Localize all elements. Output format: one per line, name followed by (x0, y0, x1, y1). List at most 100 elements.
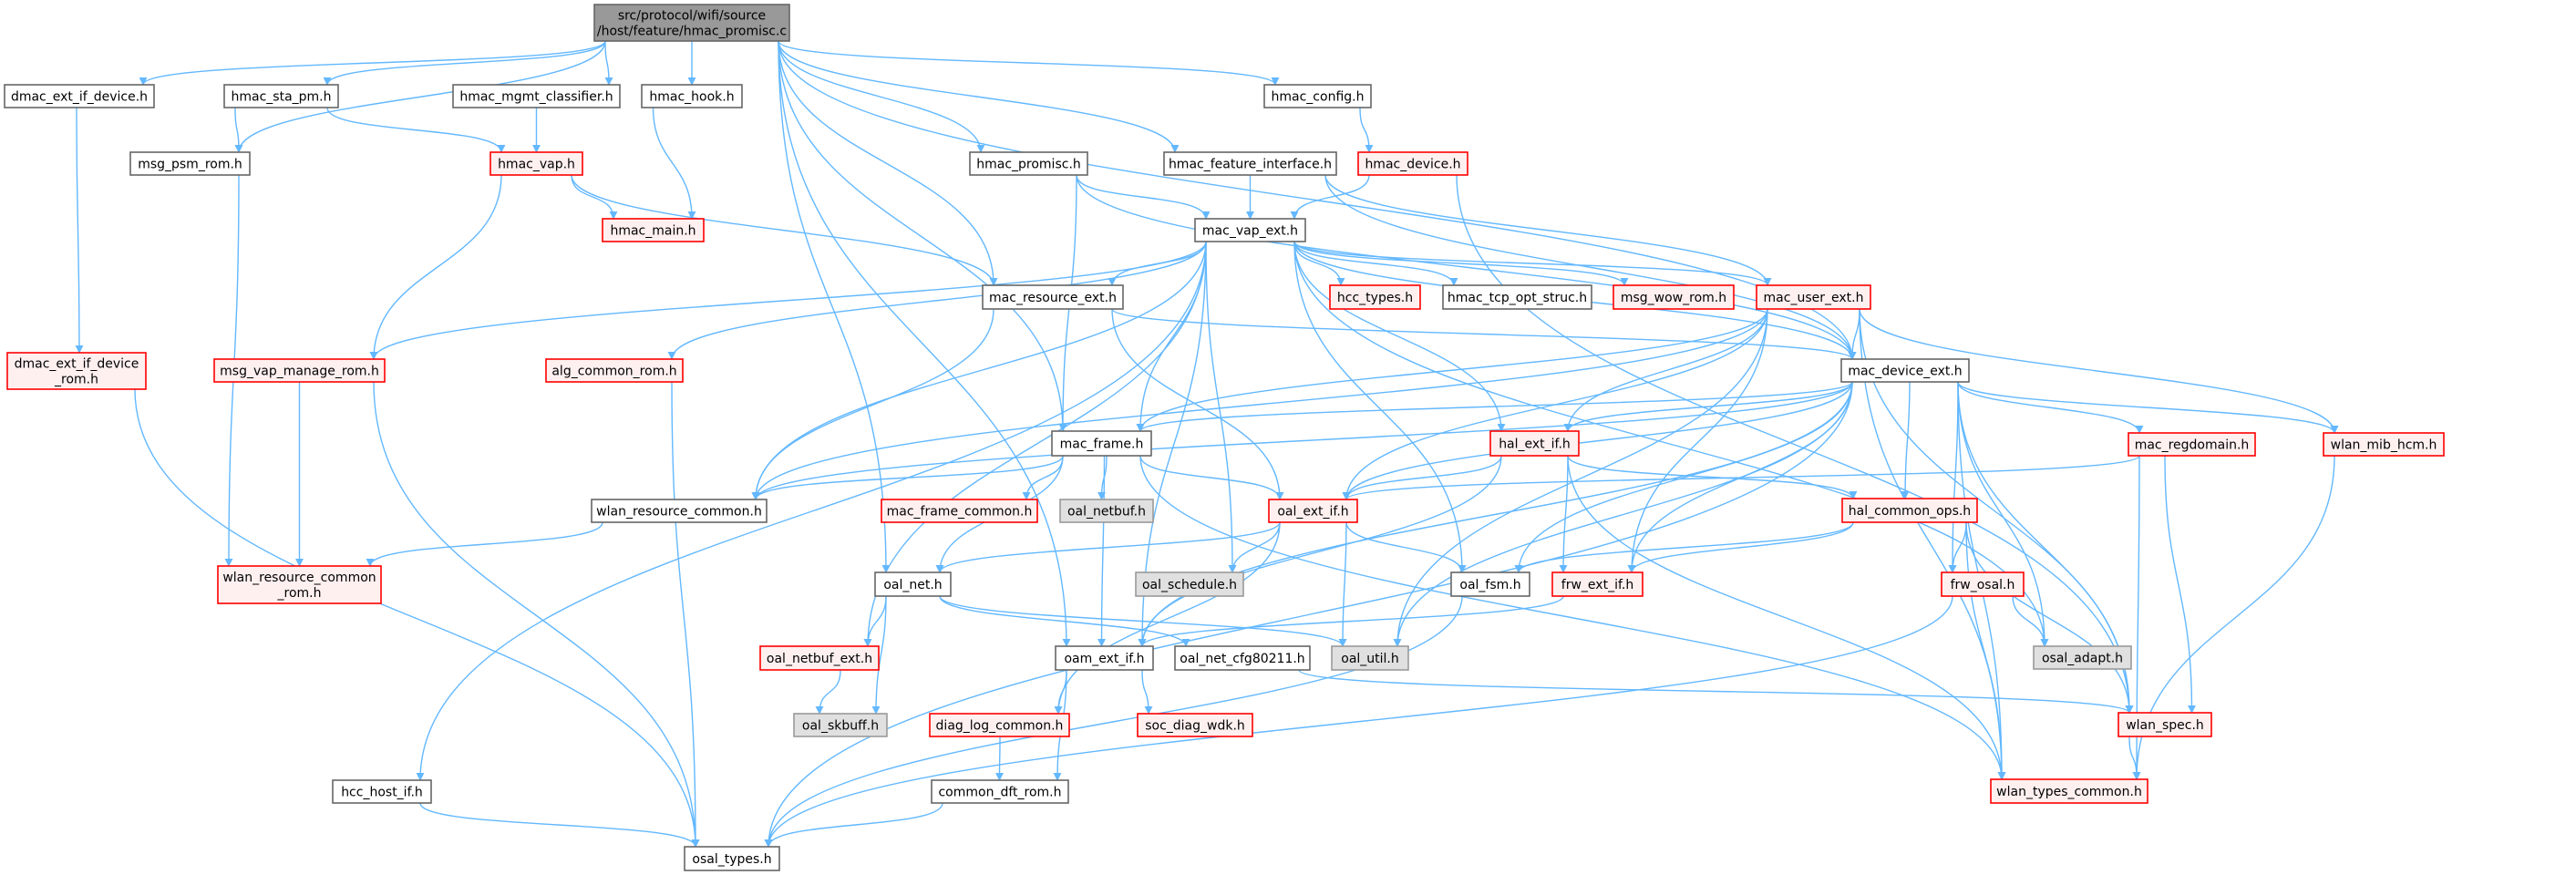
node-hmac-config[interactable]: hmac_config.h (1263, 84, 1372, 108)
edge-mac-device-ext-to-wlan-resource-common (751, 381, 1853, 500)
node-msg-vap-manage-rom[interactable]: msg_vap_manage_rom.h (213, 358, 386, 383)
node-oal-net[interactable]: oal_net.h (874, 571, 952, 597)
node-msg-wow-rom[interactable]: msg_wow_rom.h (1613, 284, 1735, 310)
node-hal-ext-if[interactable]: hal_ext_if.h (1489, 430, 1580, 457)
node-hmac-tcp-opt-struc[interactable]: hmac_tcp_opt_struc.h (1442, 284, 1592, 310)
edges-layer (75, 40, 2339, 848)
edge-hal-ext-if-to-oam-ext-if (1138, 455, 1502, 647)
edge-msg-vap-manage-rom-to-osal-types (373, 381, 700, 848)
node-box (641, 84, 743, 108)
node-box (1135, 571, 1244, 597)
edge-root-to-hmac-sta-pm (323, 40, 606, 86)
node-box (1051, 430, 1152, 457)
edge-mac-resource-ext-to-oal-ext-if (1111, 308, 1284, 500)
node-dmac-ext-if-device-rom[interactable]: dmac_ext_if_device_rom.h (6, 352, 147, 390)
edge-root-to-hmac-feature-interface (778, 40, 1180, 153)
node-hmac-mgmt-classifier[interactable]: hmac_mgmt_classifier.h (452, 84, 621, 108)
node-label: common_dft_rom.h (938, 786, 1061, 800)
node-box (1442, 284, 1592, 310)
node-wlan-resource-common-rom[interactable]: wlan_resource_common_rom.h (217, 565, 382, 604)
node-oal-schedule[interactable]: oal_schedule.h (1135, 571, 1244, 597)
node-hmac-main[interactable]: hmac_main.h (602, 218, 705, 242)
node-alg-common-rom[interactable]: alg_common_rom.h (545, 358, 684, 383)
node-box (591, 499, 768, 523)
node-msg-psm-rom[interactable]: msg_psm_rom.h (129, 151, 251, 176)
node-mac-regdomain[interactable]: mac_regdomain.h (2128, 432, 2256, 457)
node-osal-types[interactable]: osal_types.h (684, 846, 780, 871)
node-box (793, 713, 888, 737)
node-box (332, 779, 432, 804)
node-hmac-vap[interactable]: hmac_vap.h (489, 151, 583, 176)
node-label: hmac_main.h (610, 224, 696, 239)
edge-root-to-oal-net (778, 40, 891, 573)
node-hmac-sta-pm[interactable]: hmac_sta_pm.h (223, 84, 339, 108)
node-wlan-mib-hcm[interactable]: wlan_mib_hcm.h (2323, 432, 2445, 457)
edge-diag-log-common-to-common-dft-rom (995, 736, 1005, 781)
node-hcc-host-if[interactable]: hcc_host_if.h (332, 779, 432, 804)
edge-root-to-mac-resource-ext (778, 40, 998, 286)
edge-hmac-promisc-to-mac-device-ext (1076, 174, 1857, 360)
node-hmac-device[interactable]: hmac_device.h (1357, 151, 1468, 176)
node-box (982, 284, 1124, 310)
node-oal-ext-if[interactable]: oal_ext_if.h (1268, 499, 1358, 523)
node-wlan-resource-common[interactable]: wlan_resource_common.h (591, 499, 768, 523)
node-oal-netbuf-ext[interactable]: oal_netbuf_ext.h (759, 645, 880, 671)
node-mac-vap-ext[interactable]: mac_vap_ext.h (1194, 218, 1306, 242)
node-oal-fsm[interactable]: oal_fsm.h (1450, 571, 1530, 597)
node-soc-diag-wdk[interactable]: soc_diag_wdk.h (1137, 713, 1253, 737)
edge-oal-ext-if-to-oal-net (935, 521, 1281, 573)
edge-mac-vap-ext-to-msg-wow-rom (1293, 241, 1629, 286)
node-mac-user-ext[interactable]: mac_user_ext.h (1756, 284, 1871, 310)
edge-hmac-vap-to-mac-resource-ext (571, 174, 998, 286)
node-label: osal_adapt.h (2042, 652, 2123, 666)
node-frw-osal[interactable]: frw_osal.h (1941, 571, 2025, 597)
node-frw-ext-if[interactable]: frw_ext_if.h (1551, 571, 1643, 597)
node-label: mac_frame_common.h (887, 505, 1033, 520)
node-wlan-spec[interactable]: wlan_spec.h (2117, 712, 2212, 737)
node-mac-frame[interactable]: mac_frame.h (1051, 430, 1152, 457)
node-box (452, 84, 621, 108)
node-dmac-ext-if-device[interactable]: dmac_ext_if_device.h (4, 84, 155, 108)
node-hmac-promisc[interactable]: hmac_promisc.h (969, 151, 1088, 176)
edge-mac-vap-ext-to-mac-frame (1136, 241, 1207, 432)
node-box (969, 151, 1088, 176)
node-box (1194, 218, 1306, 242)
edge-hmac-vap-to-hmac-main (571, 174, 618, 220)
node-label: mac_device_ext.h (1848, 365, 1962, 379)
node-oal-skbuff[interactable]: oal_skbuff.h (793, 713, 888, 737)
node-mac-frame-common[interactable]: mac_frame_common.h (881, 499, 1038, 523)
edge-mac-frame-to-wlan-resource-common (751, 455, 1064, 500)
node-hcc-types[interactable]: hcc_types.h (1329, 284, 1421, 310)
node-mac-resource-ext[interactable]: mac_resource_ext.h (982, 284, 1124, 310)
node-label: oal_netbuf.h (1067, 505, 1146, 520)
node-oal-net-cfg80211[interactable]: oal_net_cfg80211.h (1174, 645, 1311, 671)
node-label: oam_ext_if.h (1064, 652, 1144, 666)
node-label: _rom.h (277, 586, 322, 601)
node-box (874, 571, 952, 597)
node-hmac-feature-interface[interactable]: hmac_feature_interface.h (1163, 151, 1337, 176)
node-oal-util[interactable]: oal_util.h (1331, 645, 1409, 671)
node-osal-adapt[interactable]: osal_adapt.h (2033, 645, 2132, 670)
node-label: hal_ext_if.h (1499, 438, 1571, 452)
edge-mac-device-ext-to-oal-ext-if (1342, 381, 1853, 500)
node-label: oal_ext_if.h (1277, 505, 1348, 520)
node-box (1941, 571, 2025, 597)
node-label: diag_log_common.h (936, 719, 1064, 734)
node-hmac-hook[interactable]: hmac_hook.h (641, 84, 743, 108)
node-mac-device-ext[interactable]: mac_device_ext.h (1840, 358, 1970, 383)
node-label: oal_net.h (883, 578, 942, 592)
node-box (223, 84, 339, 108)
edge-hal-ext-if-to-wlan-types-common (1567, 455, 2006, 780)
node-wlan-types-common[interactable]: wlan_types_common.h (1990, 778, 2148, 804)
node-oam-ext-if[interactable]: oam_ext_if.h (1055, 645, 1154, 671)
node-root[interactable]: src/protocol/wifi/source/host/feature/hm… (593, 4, 790, 42)
edge-hal-ext-if-to-hal-common-ops (1567, 455, 1858, 499)
edge-mac-regdomain-to-oal-ext-if (1342, 455, 2140, 500)
node-oal-netbuf[interactable]: oal_netbuf.h (1059, 499, 1154, 523)
node-hal-common-ops[interactable]: hal_common_ops.h (1841, 498, 1978, 523)
edge-mac-frame-to-mac-frame-common (1022, 455, 1064, 500)
node-box (1059, 499, 1154, 523)
node-diag-log-common[interactable]: diag_log_common.h (929, 713, 1070, 737)
edge-mac-vap-ext-to-mac-user-ext (1293, 241, 1772, 286)
node-common-dft-rom[interactable]: common_dft_rom.h (931, 779, 1069, 804)
